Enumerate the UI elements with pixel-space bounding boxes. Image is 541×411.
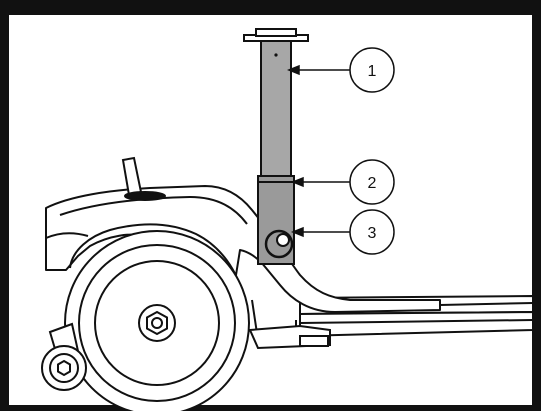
arrowhead [286,64,300,76]
callout-3: 3 [349,209,395,255]
frame-top-band [0,0,541,15]
frame-right-border [532,0,541,411]
seat-mount-cap [255,28,297,37]
frame-bottom-border [0,405,541,411]
callout-number: 1 [368,63,377,80]
callout-leaders [286,64,350,238]
seat-post-assembly [243,28,309,265]
callout-1: 1 [349,47,395,93]
arrowhead [290,176,304,188]
callout-2: 2 [349,159,395,205]
anti-tip-wheel [41,322,87,391]
frame-rail [248,324,331,350]
post-sleeve [257,175,295,265]
callout-number: 3 [368,225,377,242]
callout-number: 2 [368,175,377,192]
rear-wheel [64,230,250,411]
seat-post [260,40,292,177]
frame-left-border [0,0,9,411]
arrowhead [290,226,304,238]
locking-pin [264,229,294,259]
release-lever [121,156,166,201]
